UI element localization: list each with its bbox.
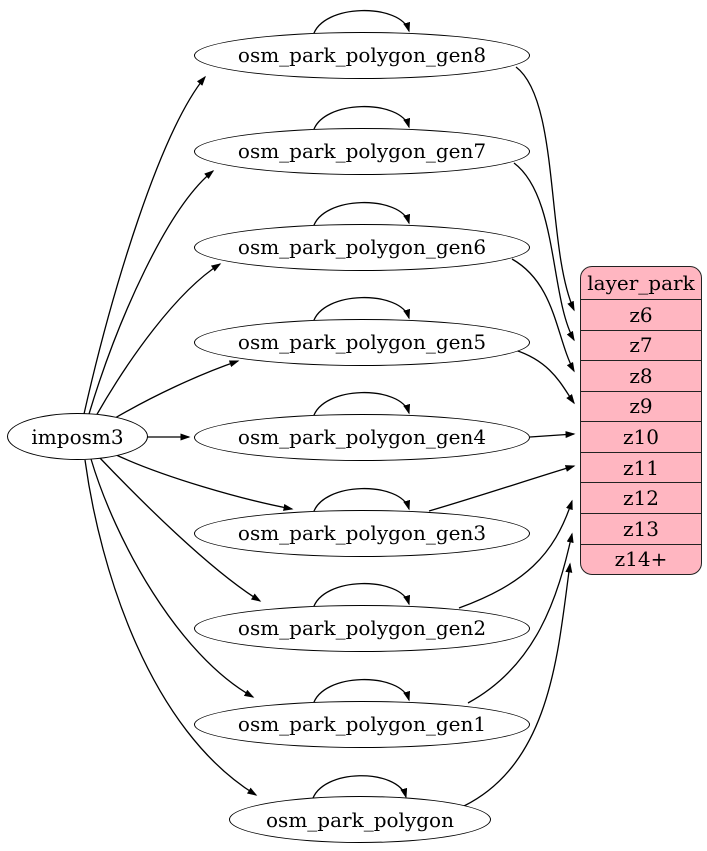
layer-row-z6: z6 (581, 299, 701, 330)
layer-row-z12: z12 (581, 482, 701, 513)
layer-row-z7: z7 (581, 329, 701, 361)
node-osm-park-polygon-gen8: osm_park_polygon_gen8 (194, 31, 530, 79)
selfloop-gen6 (312, 201, 411, 229)
edge-gen4-to-z10 (529, 431, 576, 439)
layer-row-z14plus: z14+ (581, 543, 701, 575)
edge-imposm3-to-gen7 (88, 170, 215, 415)
selfloop-gen2 (312, 582, 411, 610)
edge-imposm3-to-gen6 (95, 263, 222, 417)
node-osm-park-polygon-gen6: osm_park_polygon_gen6 (194, 223, 530, 271)
selfloop-polygon (311, 775, 408, 802)
node-osm-park-polygon-gen2: osm_park_polygon_gen2 (194, 604, 530, 652)
node-osm-park-polygon-gen7: osm_park_polygon_gen7 (194, 127, 530, 175)
node-osm-park-polygon-gen5: osm_park_polygon_gen5 (194, 318, 530, 366)
selfloop-gen4 (312, 391, 411, 419)
node-imposm3: imposm3 (7, 413, 148, 460)
layer-park-header: layer_park (587, 271, 695, 295)
selfloop-gen3 (312, 487, 411, 515)
selfloop-gen5 (312, 296, 411, 324)
edge-imposm3-to-gen3 (111, 452, 294, 511)
node-osm-park-polygon-gen4: osm_park_polygon_gen4 (194, 413, 530, 461)
edge-gen7-to-z7 (513, 162, 575, 342)
edge-imposm3-to-polygon (84, 459, 258, 796)
selfloop-gen7 (312, 105, 411, 133)
edge-polygon-to-z14 (463, 562, 573, 807)
layer-row-z9: z9 (581, 390, 701, 422)
layer-row-z13: z13 (581, 512, 701, 544)
node-osm-park-polygon: osm_park_polygon (229, 796, 491, 843)
layer-row-z8: z8 (581, 360, 701, 391)
layer-row-z10: z10 (581, 421, 701, 452)
node-osm-park-polygon-gen3: osm_park_polygon_gen3 (194, 509, 530, 557)
edge-imposm3-to-gen1 (90, 458, 255, 698)
edge-imposm3-to-gen8 (83, 75, 206, 415)
node-osm-park-polygon-gen1: osm_park_polygon_gen1 (194, 700, 530, 748)
edge-gen5-to-z9 (514, 349, 575, 405)
edge-gen6-to-z8 (511, 258, 575, 373)
edge-gen1-to-z13 (467, 532, 574, 704)
edge-imposm3-to-gen5 (109, 360, 240, 422)
layer-row-z11: z11 (581, 451, 701, 483)
selfloop-gen1 (312, 678, 411, 706)
selfloop-gen8 (312, 9, 411, 37)
edge-gen3-to-z11 (428, 465, 576, 512)
edge-imposm3-to-gen2 (98, 456, 262, 602)
edge-gen2-to-z12 (458, 499, 573, 609)
edge-gen8-to-z6 (515, 66, 575, 312)
layer-park-table: layer_park z6 z7 z8 z9 z10 z11 z12 z13 z… (580, 266, 702, 575)
